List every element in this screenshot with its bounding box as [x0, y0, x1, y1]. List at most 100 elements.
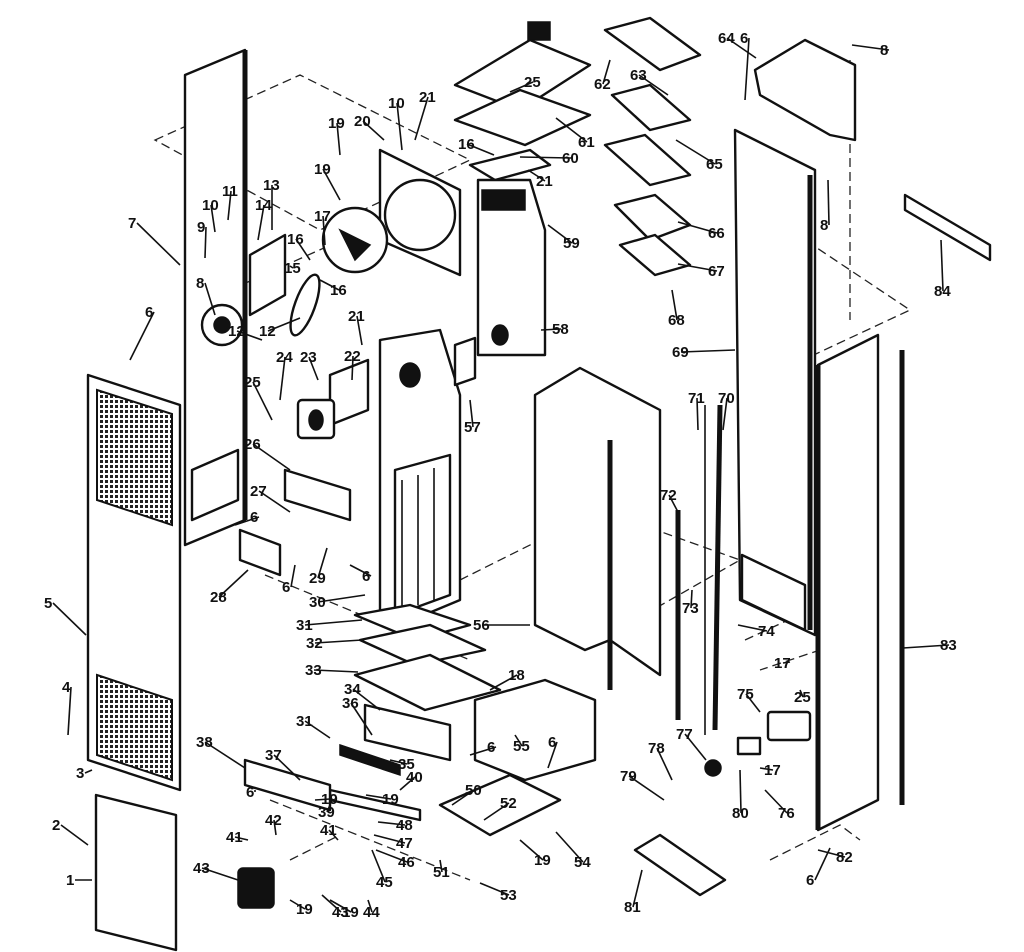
part-label-80: 80: [732, 805, 749, 822]
leader-line-43: [201, 867, 239, 881]
part-label-69: 69: [672, 344, 689, 361]
leader-line-36: [350, 702, 373, 736]
part-label-8: 8: [196, 275, 204, 292]
part-label-68: 68: [668, 312, 685, 329]
part-label-6: 6: [282, 579, 290, 596]
leader-line-35: [389, 759, 408, 765]
bracket-28: [238, 528, 282, 577]
part-label-4: 4: [62, 679, 71, 696]
part-label-26: 26: [244, 436, 261, 453]
leader-line-21: [527, 169, 546, 182]
leader-line-53: [479, 882, 510, 896]
leader-line-14: [257, 204, 265, 241]
part-label-7: 7: [128, 215, 136, 232]
part-label-6: 6: [487, 739, 495, 756]
front-grille-panel: [86, 373, 182, 792]
part-label-31: 31: [296, 713, 313, 730]
leader-line-17: [759, 767, 774, 771]
part-label-11: 11: [222, 183, 238, 200]
part-label-29: 29: [309, 570, 326, 587]
part-label-12: 12: [259, 323, 276, 340]
part-label-2: 2: [52, 817, 60, 834]
leader-line-84: [940, 239, 944, 292]
part-label-6: 6: [362, 568, 370, 585]
part-label-25: 25: [244, 374, 261, 391]
leader-line-75: [745, 693, 761, 713]
leader-line-25: [799, 689, 804, 698]
leader-line-44: [367, 899, 373, 913]
leader-line-50: [451, 789, 475, 806]
part-label-27: 27: [250, 483, 267, 500]
part-label-20: 20: [354, 113, 371, 130]
control-box-75: [766, 710, 812, 742]
leader-line-6: [547, 741, 558, 769]
leader-line-66: [677, 221, 718, 234]
leader-line-21: [414, 96, 429, 141]
leader-line-10: [210, 204, 216, 233]
leader-line-12: [267, 317, 301, 332]
leader-line-6: [129, 311, 155, 361]
leader-line-4: [67, 686, 72, 736]
leader-line-16: [319, 279, 340, 291]
part-label-39: 39: [318, 804, 335, 821]
plate-67: [618, 233, 692, 277]
leader-line-47: [373, 834, 406, 844]
box-55: [473, 678, 597, 782]
leader-line-19: [336, 122, 341, 156]
part-label-9: 9: [197, 219, 205, 236]
part-label-30: 30: [309, 594, 326, 611]
leader-line-32: [314, 639, 363, 644]
plate-32: [358, 623, 487, 667]
part-label-12: 12: [228, 323, 245, 340]
leader-line-72: [668, 494, 679, 513]
part-label-33: 33: [305, 662, 322, 679]
leader-line-70: [722, 397, 728, 431]
bracket-26: [283, 468, 352, 522]
leader-line-73: [690, 589, 693, 609]
leader-line-19: [519, 839, 544, 861]
leader-line-83: [902, 644, 950, 649]
leader-line-69: [680, 349, 736, 353]
part-label-32: 32: [306, 635, 323, 652]
leader-line-37: [273, 754, 301, 781]
leader-line-11: [227, 190, 232, 221]
leader-line-25: [252, 381, 273, 421]
leader-line-26: [252, 443, 291, 471]
blower-motor-assembly: [200, 233, 321, 347]
leader-line-65: [675, 139, 716, 165]
tray-54: [438, 773, 562, 837]
part-label-45: 45: [376, 874, 393, 891]
leader-line-20: [362, 120, 385, 141]
leader-line-17: [782, 661, 791, 664]
part-label-19: 19: [314, 161, 331, 178]
leader-line-25: [509, 81, 534, 93]
part-label-81: 81: [624, 899, 641, 916]
leader-line-6: [469, 746, 497, 756]
leader-line-9: [204, 226, 207, 259]
plate-62: [603, 16, 702, 72]
leader-line-41: [234, 836, 249, 841]
control-76: [736, 736, 762, 756]
plate-65b: [603, 133, 692, 187]
leader-line-31: [304, 619, 363, 626]
leader-line-46: [375, 849, 408, 863]
part-label-62: 62: [594, 76, 611, 93]
leader-line-23: [308, 356, 319, 381]
leader-line-6: [744, 37, 750, 101]
leader-line-52: [483, 802, 510, 821]
leader-line-21: [356, 315, 363, 346]
leader-line-58: [540, 328, 562, 331]
leader-line-8: [204, 282, 216, 316]
part-label-76: 76: [778, 805, 795, 822]
leader-line-51: [439, 859, 443, 873]
part-label-73: 73: [682, 600, 699, 617]
leader-line-8: [851, 44, 890, 51]
leader-line-67: [677, 263, 718, 272]
leader-line-71: [696, 397, 699, 431]
leader-line-62: [602, 59, 611, 85]
leader-line-78: [656, 747, 673, 781]
side-panel-82: [816, 333, 880, 832]
right-side-panel: [733, 128, 817, 637]
leader-line-19: [329, 899, 352, 913]
